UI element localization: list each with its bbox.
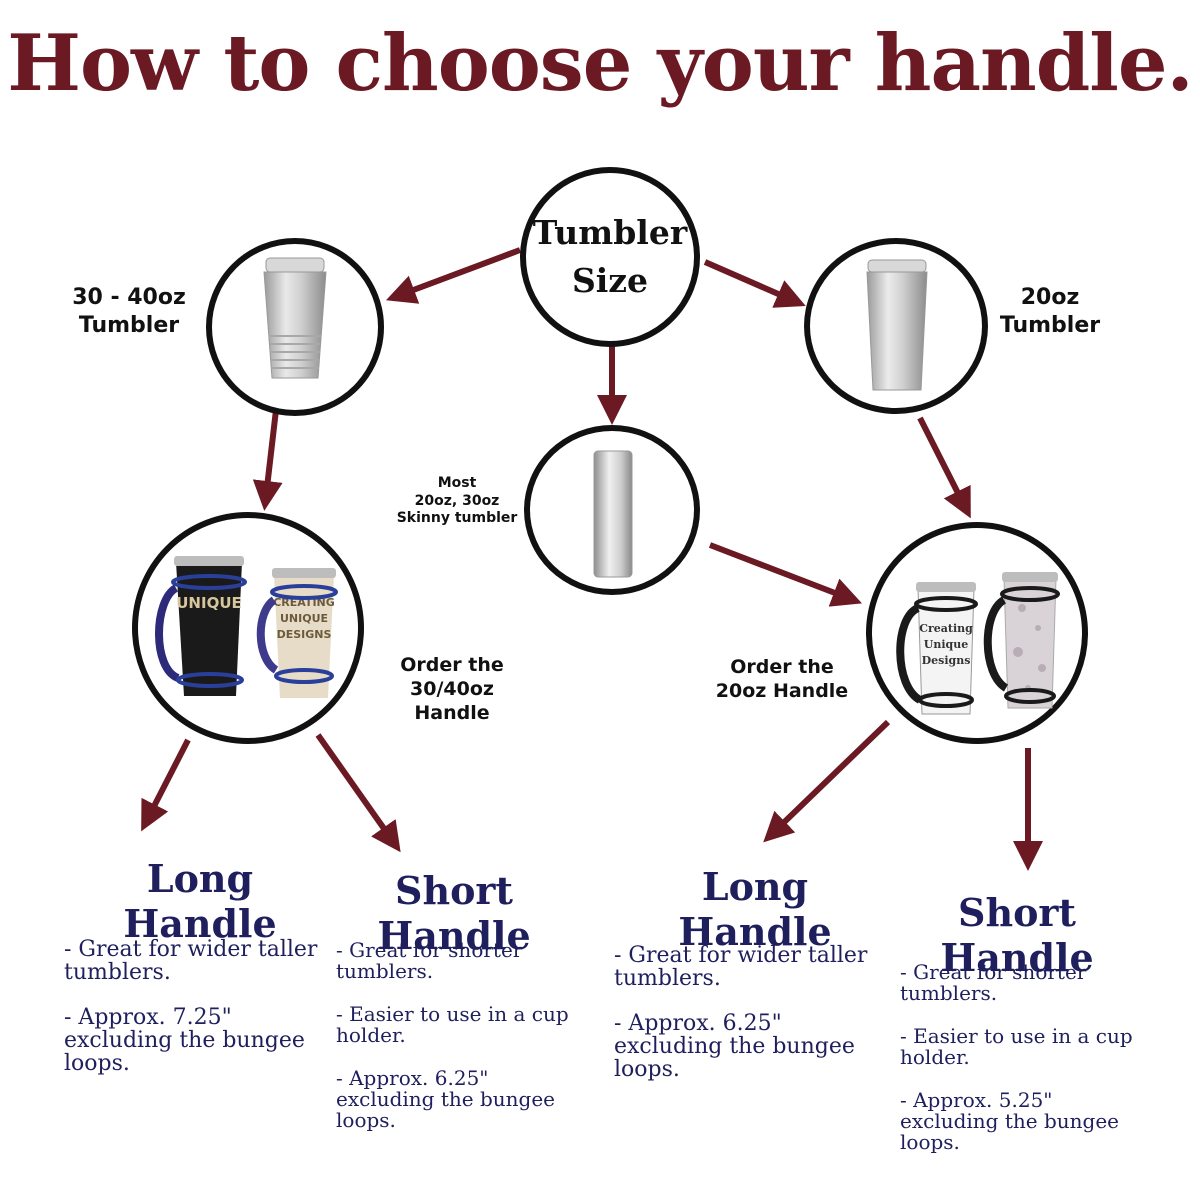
tumbler-20oz-node xyxy=(804,238,988,414)
cream-tumbler-text-2: UNIQUE xyxy=(280,612,328,625)
arrow-order-right-to-long xyxy=(763,719,891,843)
tumbler-20oz-image xyxy=(866,259,928,391)
option-3-title: Long Handle xyxy=(678,864,832,954)
tumbler-30-40oz-label-line2: Tumbler xyxy=(78,312,180,338)
option-4-desc-2: - Easier to use in a cup holder. xyxy=(900,1024,1133,1069)
arrow-order-left-to-short xyxy=(315,733,401,853)
option-1-description: - Great for wider taller tumblers. - App… xyxy=(64,938,326,1097)
option-2-title: Short Handle xyxy=(377,868,531,958)
option-1-desc-1: - Great for wider taller tumblers. xyxy=(64,937,318,986)
tumbler-30-40oz-label: 30 - 40oz Tumbler xyxy=(54,284,204,339)
handle-30-40oz-image: UNIQUE CREATING UNIQUE DESIGNS xyxy=(155,556,338,698)
option-4-description: - Great for shorter tumblers. - Easier t… xyxy=(900,962,1140,1175)
option-4-desc-1: - Great for shorter tumblers. xyxy=(900,960,1087,1005)
arrow-center-to-right xyxy=(703,259,806,308)
order-30-40oz-label-line2: 30/40oz Handle xyxy=(410,677,494,724)
tumbler-30-40oz-label-line1: 30 - 40oz xyxy=(72,285,186,310)
white-tumbler-text-1: Creating xyxy=(919,622,973,635)
option-1-desc-2: - Approx. 7.25" excluding the bungee loo… xyxy=(64,1005,305,1077)
option-1-title: Long Handle xyxy=(123,856,277,946)
arrow-order-left-to-long xyxy=(141,738,191,832)
option-2-desc-1: - Great for shorter tumblers. xyxy=(336,938,523,983)
arrow-left-to-order-left xyxy=(252,409,283,511)
skinny-tumbler-label-line3: Skinny tumbler xyxy=(396,510,518,526)
handle-20oz-image: Creating Unique Designs xyxy=(896,572,1060,715)
skinny-tumbler-label-line2: 20oz, 30oz xyxy=(414,492,500,509)
white-tumbler-text-2: Unique xyxy=(924,638,968,651)
skinny-tumbler-label-line1: Most xyxy=(437,475,477,491)
black-tumbler-text: UNIQUE xyxy=(176,594,242,612)
handle-30-40oz-node: UNIQUE CREATING UNIQUE DESIGNS xyxy=(132,512,364,744)
tumbler-size-line1: Tumbler xyxy=(532,213,688,253)
option-4-desc-3: - Approx. 5.25" excluding the bungee loo… xyxy=(900,1088,1119,1154)
option-2-desc-2: - Easier to use in a cup holder. xyxy=(336,1002,569,1047)
arrow-center-to-left xyxy=(385,247,522,304)
skinny-tumbler-image xyxy=(593,450,633,578)
tumbler-20oz-label: 20oz Tumbler xyxy=(990,284,1110,339)
skinny-tumbler-node xyxy=(524,425,700,595)
option-2-description: - Great for shorter tumblers. - Easier t… xyxy=(336,940,574,1153)
order-20oz-label: Order the 20oz Handle xyxy=(712,656,852,704)
tumbler-size-node: Tumbler Size xyxy=(520,167,700,347)
order-30-40oz-label: Order the 30/40oz Handle xyxy=(372,654,532,725)
tumbler-size-line2: Size xyxy=(571,261,649,300)
option-3-desc-1: - Great for wider taller tumblers. xyxy=(614,943,868,992)
option-3-description: - Great for wider taller tumblers. - App… xyxy=(614,944,876,1103)
arrow-middle-to-order-right xyxy=(708,542,863,607)
option-4-title: Short Handle xyxy=(940,890,1094,980)
option-3-desc-2: - Approx. 6.25" excluding the bungee loo… xyxy=(614,1011,855,1083)
handle-20oz-node: Creating Unique Designs xyxy=(866,522,1088,744)
arrow-right-to-order-right xyxy=(917,416,971,519)
white-tumbler-text-3: Designs xyxy=(922,654,971,667)
skinny-tumbler-label: Most 20oz, 30oz Skinny tumbler xyxy=(388,475,526,528)
page-title: How to choose your handle. xyxy=(7,18,1193,109)
order-30-40oz-label-line1: Order the xyxy=(400,654,504,676)
order-20oz-label-line1: Order the xyxy=(730,656,834,678)
tumbler-20oz-label-line1: 20oz xyxy=(1020,285,1080,310)
option-2-desc-3: - Approx. 6.25" excluding the bungee loo… xyxy=(336,1066,555,1132)
tumbler-30-40oz-image xyxy=(263,257,327,379)
order-20oz-label-line2: 20oz Handle xyxy=(715,679,849,702)
tumbler-30-40oz-node xyxy=(206,238,384,416)
tumbler-20oz-label-line2: Tumbler xyxy=(999,312,1101,338)
cream-tumbler-text-3: DESIGNS xyxy=(277,628,332,641)
